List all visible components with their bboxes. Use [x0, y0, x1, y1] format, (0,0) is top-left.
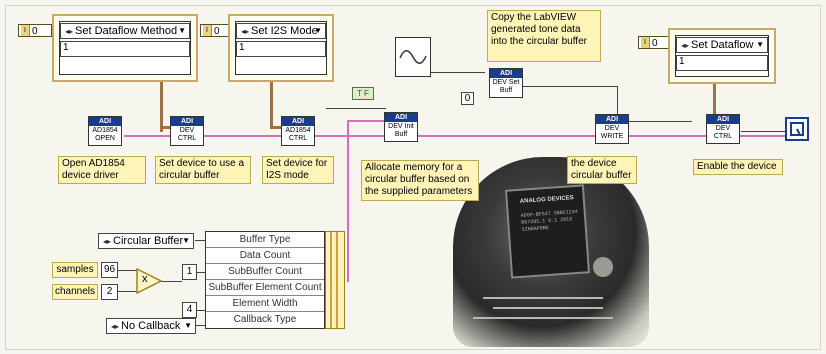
- wire: [617, 86, 618, 116]
- dropdown-arrow-icon: ▼: [756, 38, 764, 52]
- chip-marking: ADSP-BF537 SBBC1234 B6728S.1 0.1 2018 SI…: [521, 208, 585, 233]
- samples-value[interactable]: 96: [101, 262, 118, 278]
- wire: [741, 131, 785, 132]
- dsp-chip: ANALOG DEVICES ADSP-BF537 SBBC1234 B6728…: [505, 184, 590, 278]
- error-wire: [124, 135, 788, 137]
- wire: [523, 86, 618, 87]
- dataflow-method-value[interactable]: 1: [60, 41, 190, 57]
- samples-label: samples: [52, 262, 98, 278]
- dropdown-arrow-icon: ▼: [182, 234, 190, 248]
- chip-logo: ANALOG DEVICES: [520, 195, 574, 205]
- dropdown-arrow-icon: ▼: [184, 319, 192, 333]
- bundle-row-data-count: Data Count: [206, 248, 324, 264]
- i2s-mode-value[interactable]: 1: [236, 41, 326, 57]
- note-write: the device circular buffer: [567, 156, 637, 184]
- buffer-settings-wire: [347, 120, 349, 282]
- buffer-type-ring[interactable]: ◂▸Circular Buffer▼: [98, 233, 194, 249]
- buffer-settings-wire: [347, 120, 387, 122]
- increment-icon: ◂▸: [103, 237, 111, 246]
- increment-icon: ◂▸: [241, 27, 249, 36]
- multiply-node[interactable]: x: [136, 268, 162, 294]
- subbuffer-count-value[interactable]: 1: [182, 264, 197, 280]
- bundle-row-subbuffer-element-count: SubBuffer Element Count: [206, 280, 324, 296]
- bundle-row-buffer-type: Buffer Type: [206, 232, 324, 248]
- bundle-row-subbuffer-count: SubBuffer Count: [206, 264, 324, 280]
- buffer-settings-bundle[interactable]: Buffer Type Data Count SubBuffer Count S…: [205, 231, 325, 329]
- callback-ring[interactable]: ◂▸No Callback▼: [106, 318, 196, 334]
- increment-icon: ◂▸: [111, 322, 119, 331]
- note-i2s-mode: Set device for I2S mode: [262, 156, 334, 184]
- pcb-trace: [493, 307, 603, 309]
- note-allocate: Allocate memory for a circular buffer ba…: [361, 160, 479, 201]
- note-open-driver: Open AD1854 device driver: [58, 156, 146, 184]
- bundle-row-element-width: Element Width: [206, 296, 324, 312]
- wire: [197, 272, 205, 273]
- wire: [160, 281, 182, 282]
- pcb-trace: [473, 317, 613, 319]
- sine-wave-icon[interactable]: [395, 37, 431, 77]
- wire: [118, 270, 138, 271]
- wire: [628, 121, 692, 122]
- dropdown-arrow-icon: ▼: [178, 24, 186, 38]
- set-dataflow-ring[interactable]: ◂▸Set Dataflow▼: [676, 37, 768, 53]
- wire-i2s-mode: [270, 82, 273, 126]
- note-circular-buffer: Set device to use a circular buffer: [155, 156, 251, 184]
- boolean-constant[interactable]: T F: [352, 87, 374, 100]
- pcb-trace: [483, 297, 603, 299]
- bundle-row-callback-type: Callback Type: [206, 312, 324, 328]
- increment-icon: ◂▸: [65, 27, 73, 36]
- wire: [195, 240, 205, 241]
- capacitor: [593, 257, 613, 277]
- increment-icon: ◂▸: [681, 41, 689, 50]
- wire: [430, 72, 485, 73]
- channels-value[interactable]: 2: [101, 284, 118, 300]
- set-dataflow-value[interactable]: 1: [676, 55, 768, 71]
- channels-label: channels: [52, 284, 98, 300]
- dataflow-method-ring[interactable]: ◂▸Set Dataflow Method▼: [60, 23, 190, 39]
- i2s-mode-ring[interactable]: ◂▸Set I2S Mode▼: [236, 23, 326, 39]
- wire: [195, 325, 205, 326]
- cluster-bar: [325, 231, 345, 329]
- zero-constant[interactable]: 0: [461, 92, 474, 105]
- dsp-chip-photo: ANALOG DEVICES ADSP-BF537 SBBC1234 B6728…: [453, 157, 649, 347]
- note-enable: Enable the device: [693, 159, 783, 175]
- wire-dataflow-method: [160, 82, 163, 132]
- note-copy-tone: Copy the LabVIEW generated tone data int…: [487, 10, 601, 62]
- wire: [326, 108, 386, 109]
- wire: [118, 291, 138, 292]
- element-width-value[interactable]: 4: [182, 302, 197, 318]
- dropdown-arrow-icon: ▼: [314, 24, 322, 38]
- error-out-indicator[interactable]: [785, 117, 809, 141]
- wire: [196, 310, 205, 311]
